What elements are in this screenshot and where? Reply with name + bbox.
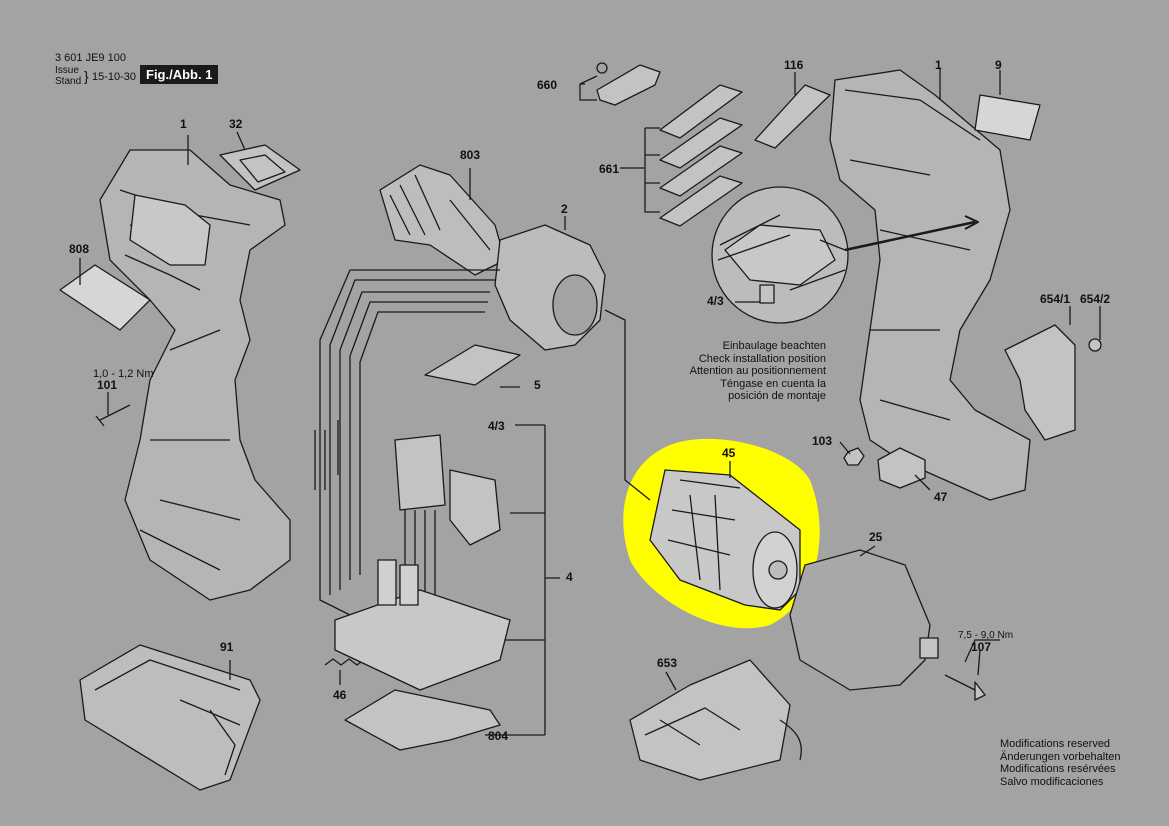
plate-804-shape: [344, 689, 501, 751]
label-part-107-torque: 7,5 - 9,0 Nm: [958, 630, 1014, 641]
armature-803-shape: [379, 164, 506, 276]
install-note-de: Einbaulage beachten: [722, 340, 826, 352]
part-32-shape: [219, 144, 301, 191]
part-661-shape-3: [659, 145, 743, 197]
figure-label: Fig./Abb. 1: [140, 65, 219, 84]
install-note-es2: posición de montaje: [728, 390, 826, 402]
label-part-4: 4: [566, 570, 573, 584]
label-part-116: 116: [784, 58, 804, 72]
part-661-shape-4: [659, 175, 743, 227]
doc-number: 3 601 JE9 100: [55, 52, 126, 64]
label-part-803: 803: [460, 148, 481, 162]
label-part-660: 660: [537, 78, 558, 92]
label-part-4-3-inset: 4/3: [707, 294, 724, 308]
label-part-5: 5: [534, 378, 541, 392]
part-116-shape: [754, 84, 831, 149]
label-part-654-1: 654/1: [1040, 292, 1071, 306]
label-part-107: 107: [971, 640, 992, 654]
brace-glyph: }: [84, 68, 89, 84]
install-note-es1: Téngase en cuenta la: [720, 377, 826, 390]
label-part-2: 2: [561, 202, 568, 216]
label-part-47: 47: [934, 490, 948, 504]
issue-label: Issue: [55, 65, 79, 76]
label-part-101: 101: [97, 378, 118, 392]
modifications-de: Änderungen vorbehalten: [1000, 750, 1121, 763]
install-note-en: Check installation position: [698, 352, 826, 365]
label-part-9: 9: [995, 58, 1002, 72]
part-9-shape: [974, 94, 1041, 141]
part-808-shape: [59, 264, 151, 331]
pcb-shape: [334, 589, 511, 691]
housing-left-shape: [99, 149, 291, 601]
part-661-shape-1: [659, 84, 743, 139]
spring-46-shape: [324, 658, 366, 666]
modifications-note: Modifications reserved Änderungen vorbeh…: [1000, 738, 1120, 788]
label-part-1-right: 1: [935, 58, 942, 72]
label-part-91: 91: [220, 640, 234, 654]
chuck-25-shape: [789, 549, 931, 691]
part-661-shape-2: [659, 117, 743, 169]
trigger-shape: [449, 469, 501, 546]
stand-label: Stand: [55, 76, 82, 87]
label-part-25: 25: [869, 530, 883, 544]
label-part-653: 653: [657, 656, 678, 670]
label-part-804: 804: [488, 729, 509, 743]
modifications-fr: Modifications resérvées: [1000, 763, 1116, 775]
part-660-shape: [596, 64, 661, 106]
label-part-1-left: 1: [180, 117, 187, 131]
screw-107-shape: [944, 674, 986, 701]
housing-right-shape: [829, 69, 1031, 501]
part-654-shape: [1004, 324, 1076, 441]
electronics-4-shape: [394, 434, 446, 511]
install-note: Einbaulage beachten Check installation p…: [688, 340, 826, 403]
part-101-shape: [95, 404, 131, 427]
label-part-808: 808: [69, 242, 90, 256]
label-part-46: 46: [333, 688, 347, 702]
label-part-4-3-top: 4/3: [488, 419, 505, 433]
label-part-654-2: 654/2: [1080, 292, 1111, 306]
charger-653-shape: [629, 659, 791, 781]
cap-47-shape: [877, 447, 926, 489]
issue-date: 15-10-30: [92, 71, 137, 83]
label-part-103: 103: [812, 434, 833, 448]
label-part-32: 32: [229, 117, 243, 131]
modifications-es: Salvo modificaciones: [1000, 775, 1104, 788]
modifications-en: Modifications reserved: [1000, 738, 1111, 750]
label-part-661: 661: [599, 162, 620, 176]
switch-5-shape: [424, 344, 521, 386]
label-part-101-torque: 1,0 - 1,2 Nm: [93, 368, 154, 380]
install-note-fr: Attention au positionnement: [689, 365, 826, 377]
label-part-45: 45: [722, 446, 736, 460]
